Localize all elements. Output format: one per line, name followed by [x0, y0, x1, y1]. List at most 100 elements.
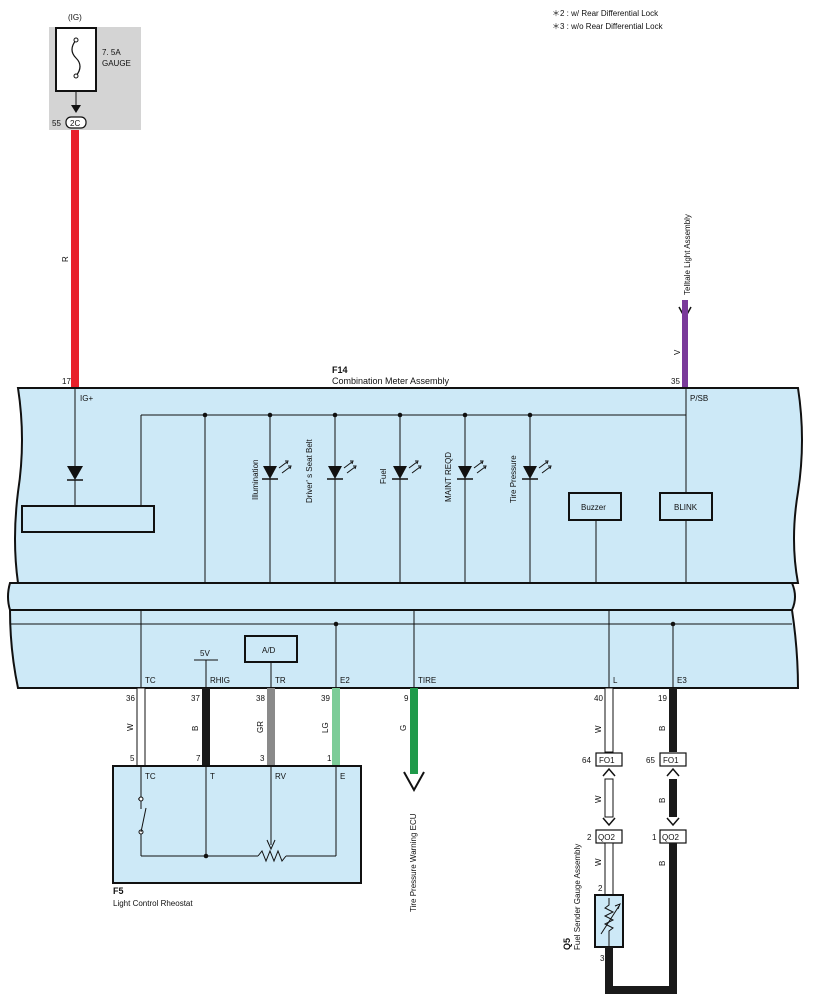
ig-diode-icon — [67, 466, 83, 480]
fuse-terminal-top — [73, 37, 79, 43]
fuse-terminal-bottom — [73, 73, 79, 79]
switch-icon — [140, 807, 147, 833]
led-fuel: Fuel — [379, 415, 422, 583]
wire-tr-gray — [267, 688, 275, 766]
connector-qo2-left-pin: 2 — [587, 833, 592, 842]
ig-label: (IG) — [68, 13, 82, 22]
meter-code: F14 — [332, 365, 348, 375]
led-illumination-label: Illumination — [251, 460, 260, 500]
blink-label: BLINK — [674, 503, 698, 512]
tpw-ecu-arrow-icon — [403, 771, 425, 793]
terminal-tire: TIRE — [418, 676, 436, 685]
connector-chevron-icon — [666, 767, 680, 777]
fuse-symbol — [55, 27, 97, 92]
rheostat-code: F5 — [113, 886, 124, 896]
wire-rhig-black — [202, 688, 210, 766]
meter-terminal-ig: IG+ — [80, 394, 93, 403]
pin-tire: 9 — [404, 694, 409, 703]
rheostat-pin-1: 1 — [327, 754, 332, 763]
meter-panel-lower — [8, 609, 800, 689]
connector-fo1-right-label: FO1 — [663, 756, 679, 765]
connector-2c-label: 2C — [70, 119, 80, 128]
sender-pin-top: 2 — [598, 884, 603, 893]
wire-e3-mid — [669, 779, 677, 817]
wire-tc-white — [136, 687, 146, 767]
pin-rhig: 37 — [191, 694, 200, 703]
meter-panel-upper — [14, 387, 803, 584]
rheostat-pin-3: 3 — [260, 754, 265, 763]
terminal-e3: E3 — [677, 676, 687, 685]
note-line-1: ＊2 : w/ Rear Differential Lock — [552, 9, 659, 18]
connector-chevron-icon — [666, 817, 680, 827]
terminal-tr: TR — [275, 676, 286, 685]
fuse-element-icon — [71, 39, 81, 77]
led-icon — [328, 466, 342, 479]
fuse-rating: 7. 5A — [102, 48, 121, 57]
wire-tire-green — [410, 688, 418, 774]
led-tire-pressure-label: Tire Pressure — [509, 455, 518, 503]
fuse-connector-arrow-icon — [71, 105, 81, 113]
wire-e3-low-label: B — [658, 861, 667, 866]
red-wire — [71, 130, 79, 388]
rheostat-terminal-t: T — [210, 772, 215, 781]
wire-l-white — [604, 687, 614, 753]
rheostat-terminal-e: E — [340, 772, 345, 781]
terminal-e2: E2 — [340, 676, 350, 685]
pin-tc: 36 — [126, 694, 135, 703]
rheostat-terminal-rv: RV — [275, 772, 287, 781]
buzzer-label: Buzzer — [581, 503, 606, 512]
rheostat-name: Light Control Rheostat — [113, 899, 193, 908]
led-tire-pressure: Tire Pressure — [509, 415, 552, 583]
fuse-name: GAUGE — [102, 59, 131, 68]
violet-wire — [682, 300, 688, 388]
connector-qo2-left-label: QO2 — [598, 833, 615, 842]
connector-fo1-left — [595, 752, 623, 767]
wire-l-low-label: W — [594, 858, 603, 866]
led-icon — [458, 466, 472, 479]
connector-2c — [65, 116, 87, 129]
wire-e3-mid-label: B — [658, 798, 667, 803]
wire-tire-label: G — [399, 725, 408, 731]
ad-block — [244, 635, 298, 663]
led-seat-belt-label: Driver' s Seat Belt — [305, 438, 314, 503]
wire-tr-label: GR — [256, 721, 265, 733]
blink-block — [659, 492, 713, 521]
led-icon — [263, 466, 277, 479]
wire-l-mid-label: W — [594, 795, 603, 803]
connector-chevron-icon — [602, 767, 616, 777]
led-icon — [523, 466, 537, 479]
connector-fo1-left-pin: 64 — [582, 756, 591, 765]
pin-e3: 19 — [658, 694, 667, 703]
led-maint-reqd-label: MAINT REQD — [444, 452, 453, 502]
wire-tc-label: W — [126, 723, 135, 731]
wire-l-mid — [604, 778, 614, 818]
red-wire-label: R — [61, 256, 70, 262]
rheostat-terminal-tc: TC — [145, 772, 156, 781]
terminal-rhig: RHIG — [210, 676, 230, 685]
buzzer-block — [568, 492, 622, 521]
wire-l-low — [604, 842, 614, 896]
connector-fo1-right — [659, 752, 687, 767]
switch-contact-icon — [138, 796, 144, 802]
v5-label: 5V — [200, 649, 210, 658]
wire-e2-label: LG — [321, 722, 330, 733]
tpw-ecu-label: Tire Pressure Warning ECU — [409, 813, 418, 912]
wire-l-label: W — [594, 725, 603, 733]
rheostat-box — [112, 765, 362, 884]
note-line-2: ＊3 : w/o Rear Differential Lock — [552, 22, 664, 31]
connector-qo2-right-pin: 1 — [652, 833, 657, 842]
sender-code: Q5 — [562, 938, 572, 950]
sender-pin-bot: 3 — [600, 954, 605, 963]
meter-name: Combination Meter Assembly — [332, 376, 450, 386]
led-fuel-label: Fuel — [379, 468, 388, 484]
terminal-tc: TC — [145, 676, 156, 685]
connector-fo1-right-pin: 65 — [646, 756, 655, 765]
connector-fo1-left-label: FO1 — [599, 756, 615, 765]
meter-pin-ig: 17 — [62, 377, 71, 386]
pin-l: 40 — [594, 694, 603, 703]
violet-wire-label: V — [673, 349, 682, 355]
wire-ground-loop — [605, 843, 677, 994]
led-maint-reqd: MAINT REQD — [444, 415, 487, 583]
wire-e3-black — [669, 688, 677, 752]
fuse-pin: 55 — [52, 119, 61, 128]
